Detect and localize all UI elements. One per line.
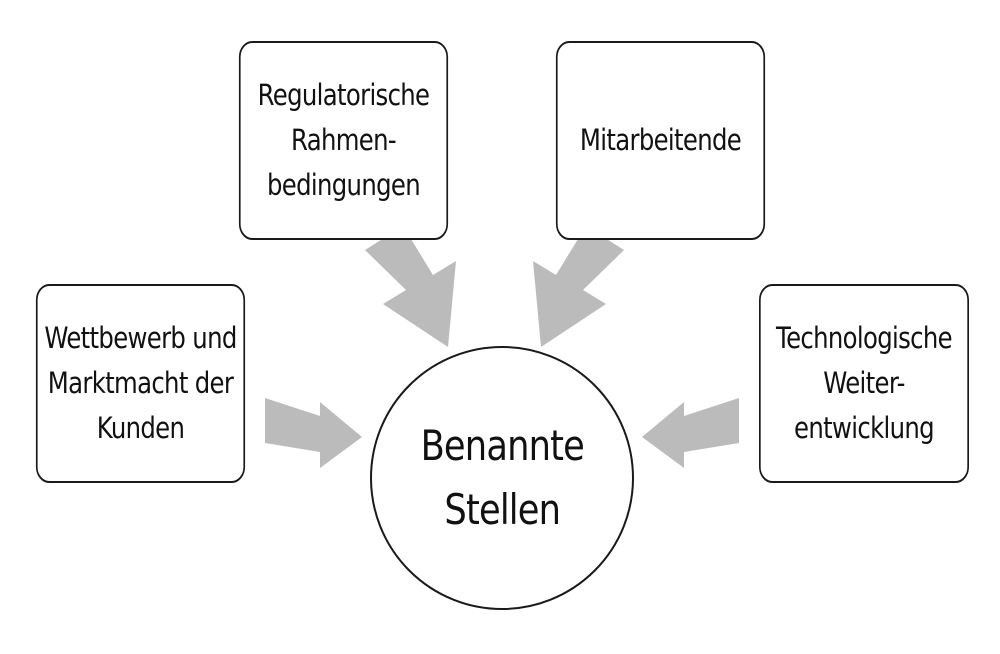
arrow-technology-to-center — [642, 398, 739, 468]
node-technological-development-label: Technologische Weiter- entwicklung — [776, 321, 953, 445]
node-competition-market-power: Wettbewerb und Marktmacht der Kunden — [35, 284, 246, 483]
node-regulatory-framework: Regulatorische Rahmen- bedingungen — [238, 41, 449, 240]
node-regulatory-framework-label: Regulatorische Rahmen- bedingungen — [257, 78, 430, 202]
arrow-regulatory-to-center — [365, 226, 456, 347]
arrow-staff-to-center — [533, 226, 624, 347]
node-employees-label: Mitarbeitende — [579, 123, 742, 157]
node-competition-market-power-label: Wettbewerb und Marktmacht der Kunden — [44, 321, 237, 445]
arrow-competition-to-center — [265, 398, 362, 468]
center-node-notified-bodies: Benannte Stellen — [370, 346, 634, 610]
node-technological-development: Technologische Weiter- entwicklung — [759, 284, 969, 483]
center-node-label: Benannte Stellen — [420, 421, 584, 534]
node-employees: Mitarbeitende — [555, 41, 766, 240]
